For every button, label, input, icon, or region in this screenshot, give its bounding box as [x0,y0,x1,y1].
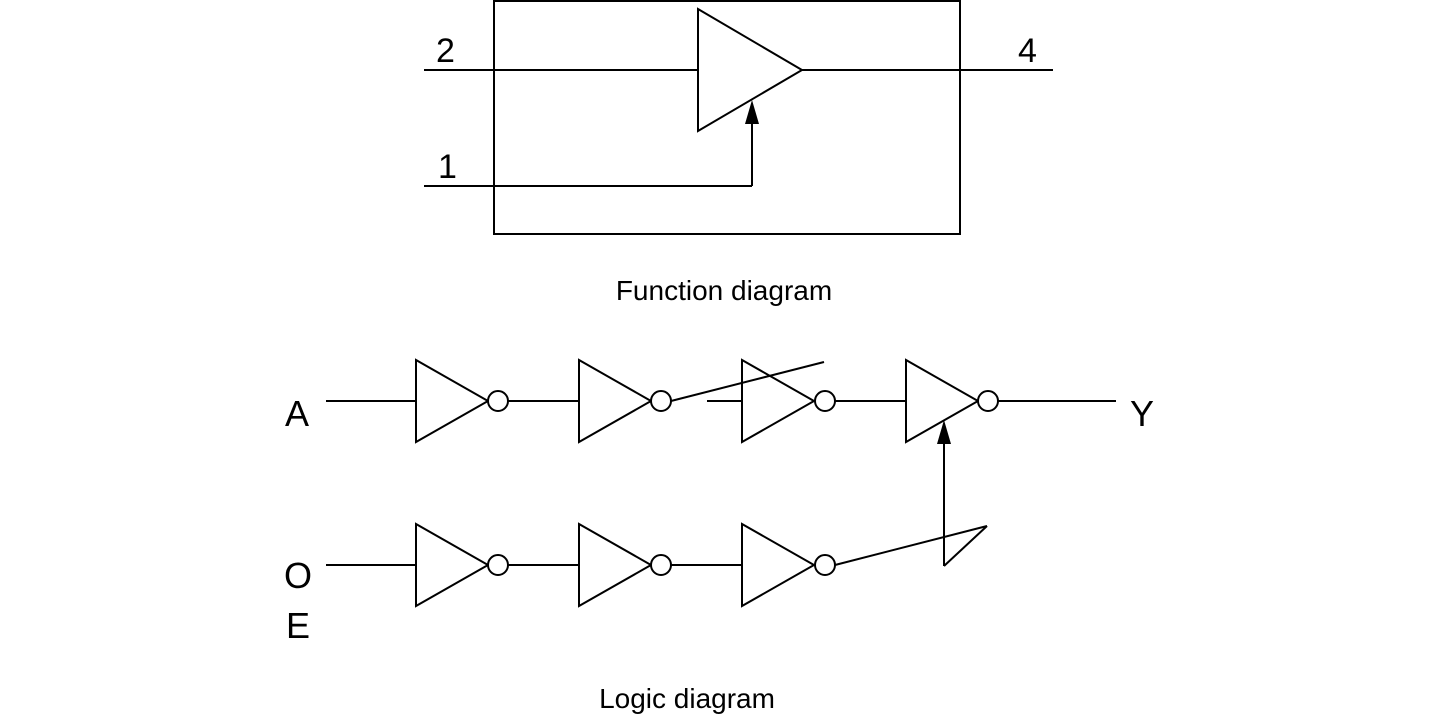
input-pin-number: 2 [436,32,455,70]
input-a-label: A [285,393,309,434]
enable-inverter-2-bubble [650,554,672,576]
enable-inverter-3-bubble [814,554,836,576]
enable-label-line-1: O [284,555,312,596]
tristate-buffer-symbol [905,358,981,444]
output-y-label: Y [1130,393,1154,434]
enable-inverter-1-symbol [415,522,491,608]
enable-slant-wire [834,525,988,566]
function-diagram-caption: Function diagram [616,275,832,306]
enable-label-line-2: E [286,605,310,646]
enable-arrowhead [745,100,759,124]
inverter-2-bubble [650,390,672,412]
buffer-triangle-symbol [697,7,804,133]
enable-path-row [326,420,988,608]
output-pin-number: 4 [1018,32,1037,70]
enable-hook-wire [943,525,988,567]
data-path-row [326,358,1116,444]
logic-diagram-caption: Logic diagram [599,683,775,714]
function-block-border [493,0,961,235]
inverter-3-bubble [814,390,836,412]
enable-control-arrowhead [937,420,951,444]
logic-diagram: A Y O E Logic diagram [284,358,1154,714]
enable-pin-number: 1 [438,148,457,186]
enable-inverter-1-bubble [487,554,509,576]
inverter-1-symbol [415,358,491,444]
inverter-2-symbol [578,358,654,444]
function-diagram: 2 1 4 Function diagram [424,0,1053,306]
tristate-buffer-bubble [977,390,999,412]
enable-inverter-2-symbol [578,522,654,608]
inverter-1-bubble [487,390,509,412]
enable-inverter-3-symbol [741,522,817,608]
wire-inv2-slant [670,361,825,402]
inverter-3-symbol [741,358,817,444]
